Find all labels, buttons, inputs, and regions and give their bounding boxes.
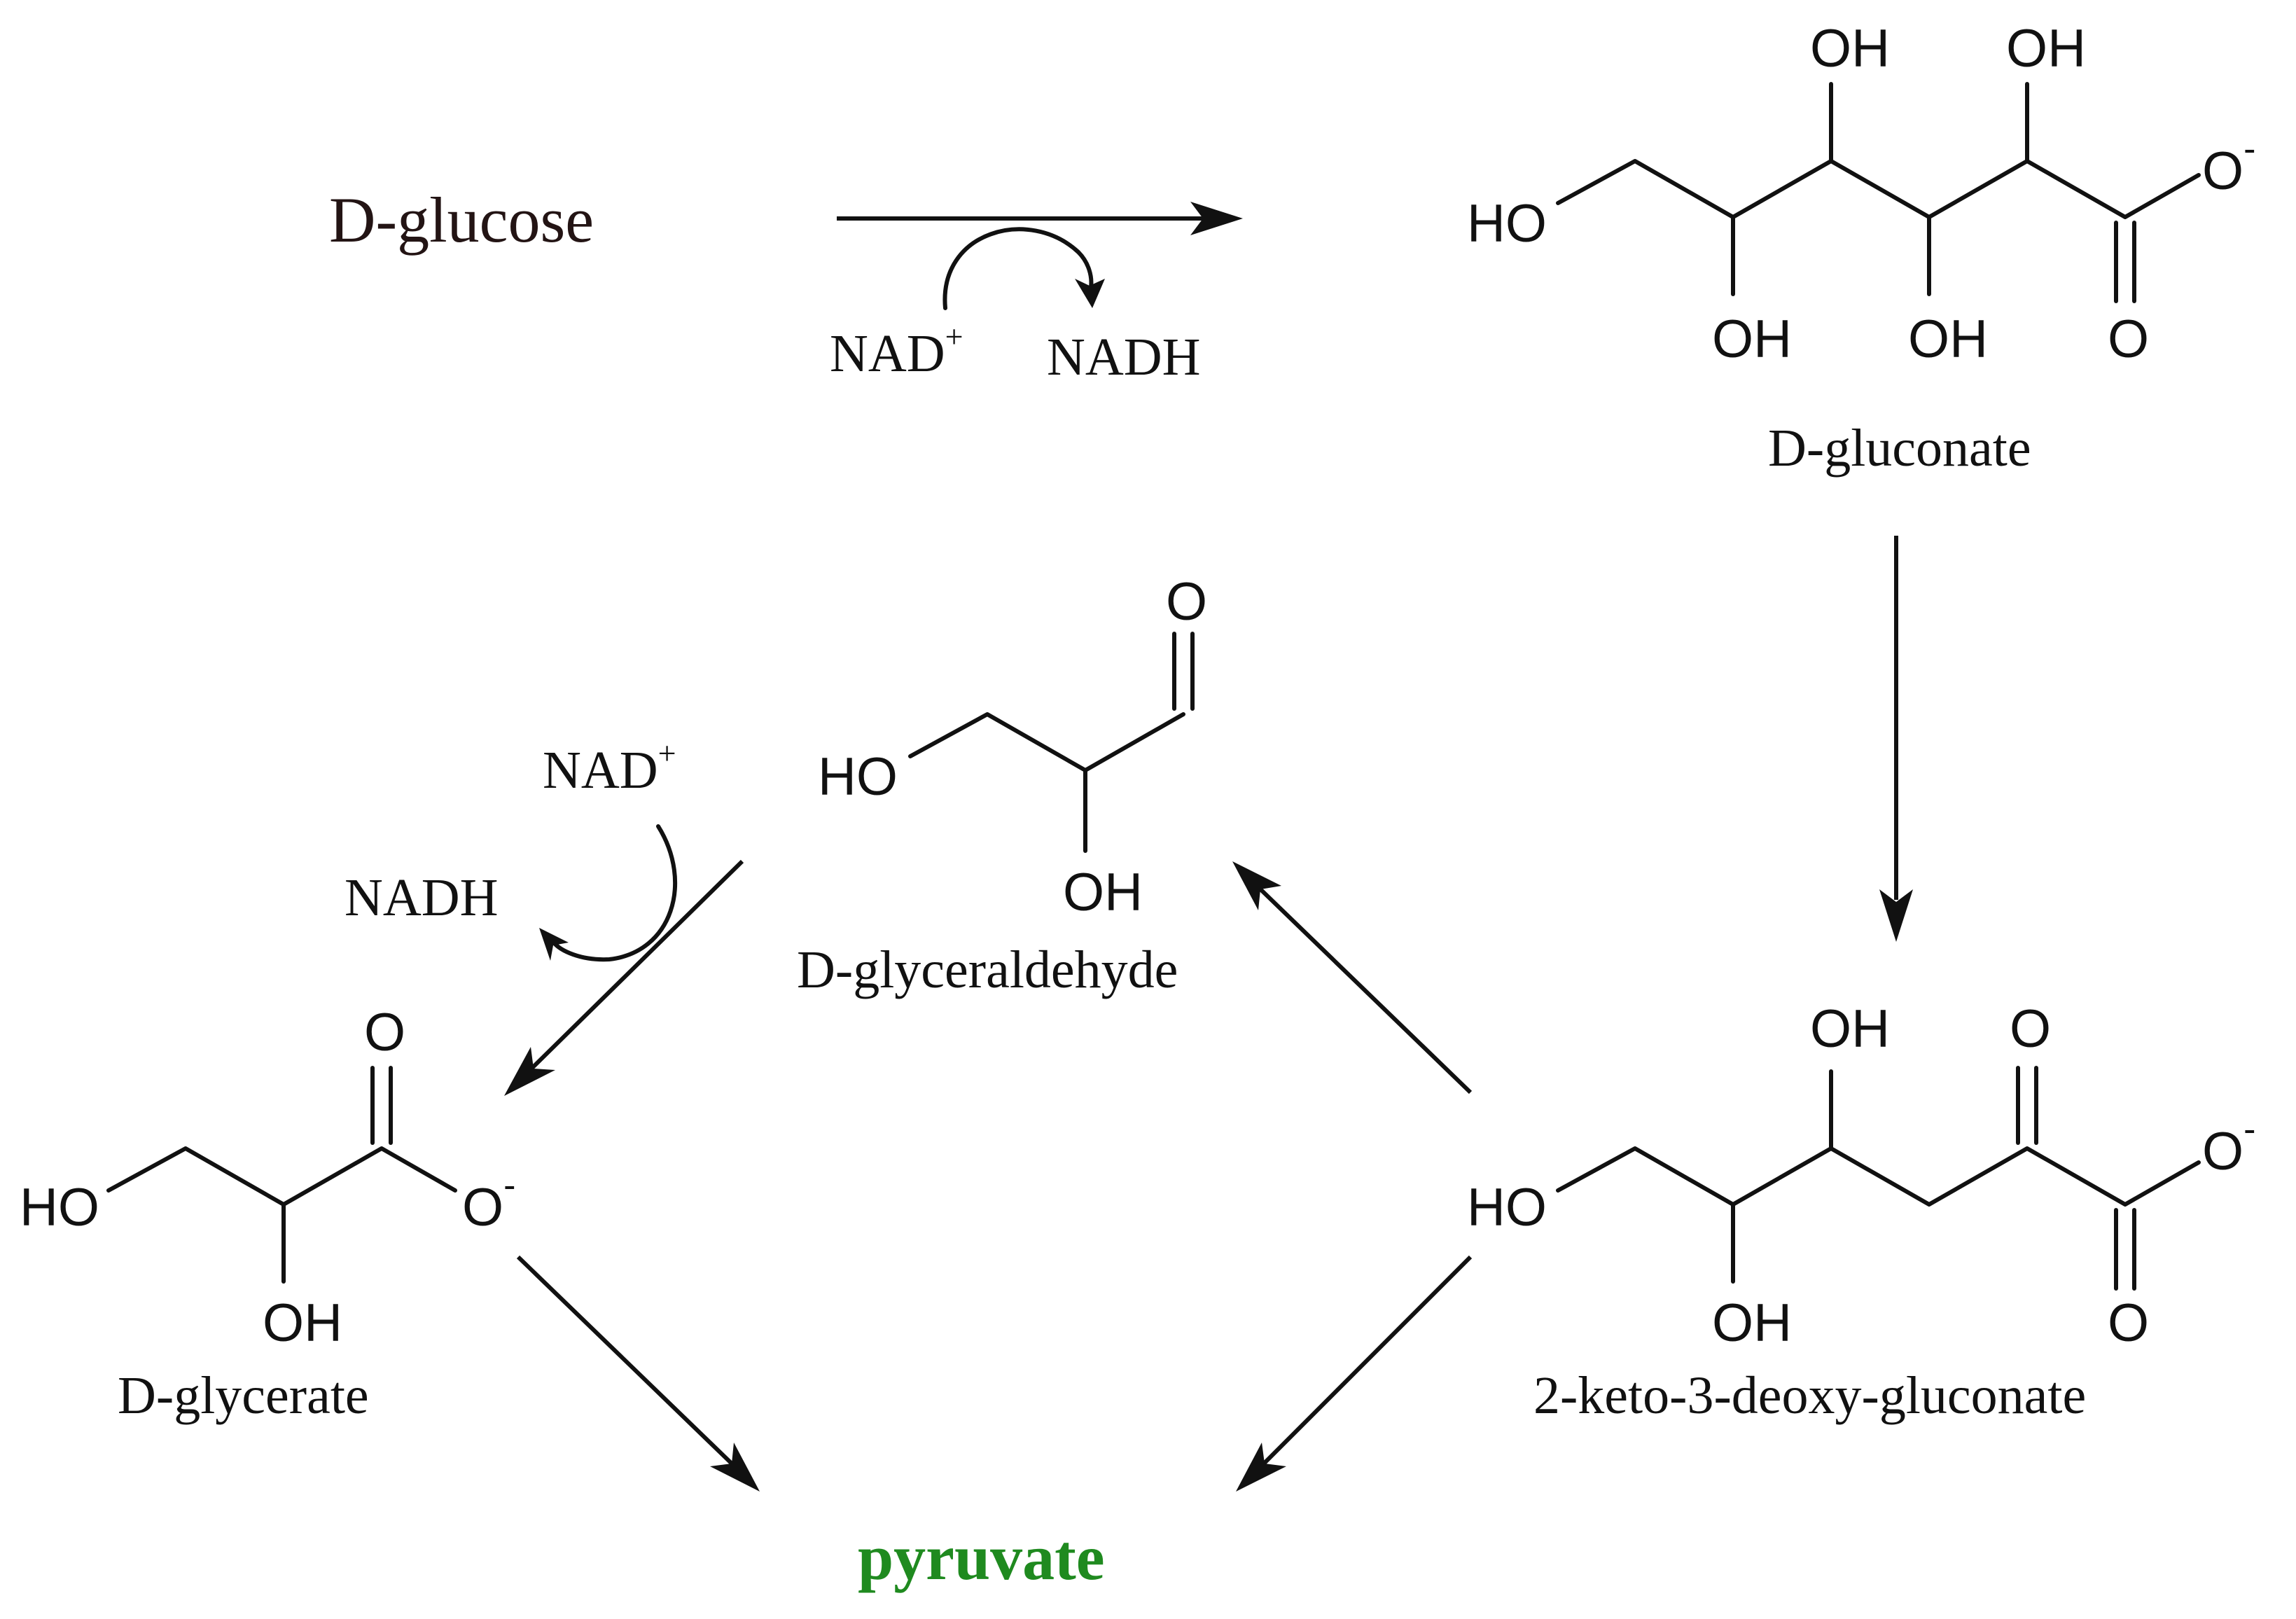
atom-o: O bbox=[2010, 999, 2051, 1059]
label-d-glycerate: D-glycerate bbox=[118, 1366, 369, 1425]
cofactor-arrow-left bbox=[539, 824, 678, 962]
atom-oh: OH bbox=[1810, 19, 1890, 78]
atom-ho: HO bbox=[1467, 1178, 1547, 1237]
label-d-glyceraldehyde: D-glyceraldehyde bbox=[797, 940, 1178, 999]
label-d-glucose: D-glucose bbox=[329, 184, 594, 256]
atom-ho: HO bbox=[20, 1178, 99, 1237]
atom-o: O bbox=[364, 1003, 405, 1062]
cofactor-arrow-top bbox=[942, 227, 1105, 310]
atom-o-minus: O- bbox=[2202, 129, 2255, 201]
atom-o: O bbox=[2108, 1293, 2149, 1353]
atom-o-minus: O- bbox=[2202, 1109, 2255, 1181]
label-kdg: 2-keto-3-deoxy-gluconate bbox=[1533, 1366, 2086, 1425]
arrow-gluconate-to-kdg bbox=[1879, 536, 1913, 942]
cofactor-top-nadh: NADH bbox=[1047, 328, 1201, 387]
structure-d-gluconate: HO OH OH OH OH O O- bbox=[1467, 19, 2255, 369]
atom-oh: OH bbox=[263, 1293, 342, 1353]
structure-kdg: HO OH OH O O O- bbox=[1467, 999, 2255, 1353]
atom-oh: OH bbox=[1712, 310, 1792, 369]
arrow-glycerate-to-pyruvate bbox=[516, 1255, 760, 1492]
cofactor-left-nadh: NADH bbox=[345, 868, 499, 927]
arrow-kdg-to-pyruvate bbox=[1236, 1255, 1473, 1492]
atom-oh: OH bbox=[1063, 863, 1143, 922]
atom-o: O bbox=[1166, 572, 1207, 632]
atom-oh: OH bbox=[2006, 19, 2086, 78]
arrow-glyceraldehyde-to-glycerate bbox=[504, 859, 744, 1096]
structure-d-glyceraldehyde: HO OH O bbox=[818, 572, 1207, 922]
atom-oh: OH bbox=[1712, 1293, 1792, 1353]
cofactor-top-nad: NAD+ bbox=[830, 319, 963, 383]
arrow-kdg-to-glyceraldehyde bbox=[1232, 861, 1473, 1095]
atom-oh: OH bbox=[1810, 999, 1890, 1059]
atom-o-minus: O- bbox=[462, 1165, 515, 1237]
label-d-gluconate: D-gluconate bbox=[1768, 419, 2031, 478]
atom-o: O bbox=[2108, 310, 2149, 369]
arrow-glucose-to-gluconate bbox=[837, 202, 1243, 235]
label-pyruvate: pyruvate bbox=[858, 1522, 1105, 1593]
structure-d-glycerate: HO OH O O- bbox=[20, 1003, 515, 1353]
atom-oh: OH bbox=[1908, 310, 1988, 369]
atom-ho: HO bbox=[818, 747, 898, 807]
cofactor-left-nad: NAD+ bbox=[543, 735, 676, 800]
atom-ho: HO bbox=[1467, 194, 1547, 253]
